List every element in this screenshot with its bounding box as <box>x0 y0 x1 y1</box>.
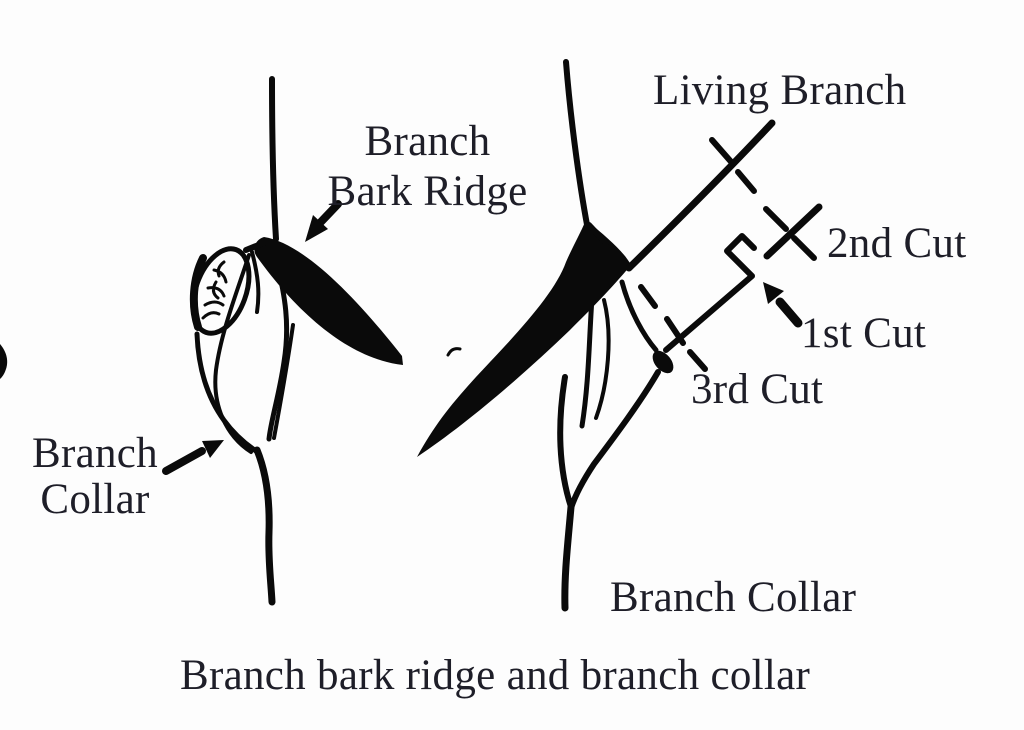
left-bark-ridge-wedge <box>254 237 403 365</box>
left-stub-oval-rim <box>189 254 207 331</box>
second-cut-edge <box>763 203 823 260</box>
right-bark-ridge-wedge <box>417 220 631 457</box>
third-cut-dashes <box>586 222 708 372</box>
left-branch-collar-label-line2: Collar <box>40 476 150 523</box>
right-branch-collar-label: Branch Collar <box>610 574 857 621</box>
figure-caption: Branch bark ridge and branch collar <box>180 652 811 699</box>
living-branch-label: Living Branch <box>653 67 907 114</box>
stub-inner-edge <box>619 279 659 353</box>
bark-ridge-arrow-head <box>305 215 328 242</box>
right-collar-inner-curve <box>579 295 595 429</box>
left-trunk-upper-line <box>269 76 279 242</box>
second-cut-dashes <box>763 206 817 261</box>
bark-ridge-label-line1: Branch <box>364 118 491 165</box>
left-collar-arrow-head <box>202 440 224 458</box>
left-collar-inner-curve <box>213 253 253 454</box>
bark-ridge-label: Branch Bark Ridge <box>325 117 530 217</box>
collar-knob <box>652 350 674 374</box>
left-collar-right-curve-2 <box>272 323 295 440</box>
first-cut-arrow-shaft <box>775 297 803 328</box>
right-trunk-upper-line <box>563 59 592 238</box>
left-diagram <box>162 76 403 606</box>
bark-ridge-arrow-shaft <box>314 200 342 229</box>
first-cut-arrow-icon <box>763 282 803 328</box>
branch-break-marks <box>709 137 757 194</box>
left-branch-collar-label: Branch Collar <box>20 431 170 523</box>
third-cut-label: 3rd Cut <box>691 366 824 413</box>
right-collar-outer-curve <box>568 369 661 511</box>
right-collar-trunkside-curve <box>557 374 574 510</box>
right-collar-mid-curve <box>594 298 611 420</box>
left-collar-arrow-shaft <box>162 447 206 475</box>
second-cut-label: 2nd Cut <box>827 220 967 267</box>
stub-underside-and-cut-notch <box>663 233 757 353</box>
scan-artifacts <box>0 344 462 379</box>
left-collar-right-curve-1 <box>266 261 290 442</box>
right-trunk-lower-line <box>561 503 575 612</box>
left-trunk-lower-line <box>253 446 276 606</box>
left-collar-outer-curve <box>194 331 259 454</box>
first-cut-arrow-head <box>763 282 784 304</box>
right-diagram <box>417 59 823 612</box>
bark-ridge-arrow-icon <box>305 200 342 242</box>
living-branch-line <box>625 119 776 272</box>
page-edge-mark <box>0 344 8 379</box>
first-cut-label: 1st Cut <box>801 310 927 357</box>
left-stub-oval-link <box>243 239 269 253</box>
stray-mark <box>446 347 462 357</box>
left-branch-collar-label-line1: Branch <box>32 430 158 477</box>
left-collar-junction-curve <box>250 250 261 314</box>
left-stub-hatching <box>201 260 228 320</box>
left-collar-arrow-icon <box>162 440 224 475</box>
bark-ridge-label-line2: Bark Ridge <box>327 168 528 215</box>
